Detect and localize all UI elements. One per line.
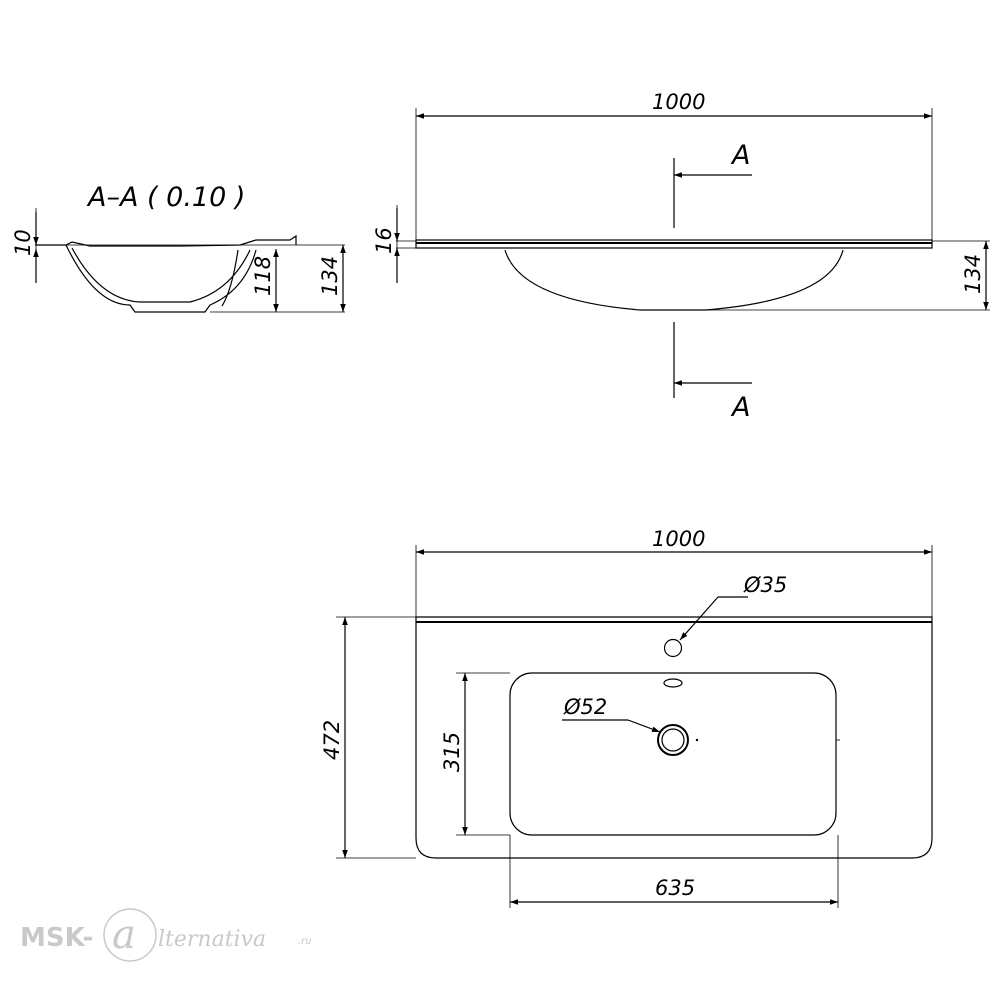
watermark-at-icon bbox=[103, 908, 157, 962]
dim-rim-front: 16 bbox=[372, 227, 396, 254]
top-view: 1000 Ø35 Ø52 472 315 6 bbox=[320, 527, 933, 908]
front-view: 1000 A A 16 134 bbox=[372, 90, 990, 423]
section-view: A–A ( 0.10 ) 10 118 134 bbox=[11, 182, 346, 313]
drain-outer bbox=[657, 724, 689, 756]
dim-bowl-depth: 315 bbox=[440, 732, 464, 772]
section-mark-bottom: A bbox=[730, 392, 750, 423]
tap-hole bbox=[663, 638, 683, 658]
dim-rim-section: 10 bbox=[11, 229, 35, 256]
dim-tap-hole: Ø35 bbox=[743, 573, 787, 597]
dim-drain: Ø52 bbox=[563, 695, 607, 719]
section-mark-top: A bbox=[730, 140, 750, 171]
dim-total-front: 134 bbox=[961, 254, 985, 294]
section-profile bbox=[35, 234, 297, 313]
watermark-domain: .ru bbox=[298, 936, 312, 947]
watermark: MSK- a lternativa .ru bbox=[20, 908, 312, 962]
top-bowl bbox=[509, 672, 837, 836]
dim-width-front: 1000 bbox=[652, 90, 705, 114]
dim-bowl-section: 118 bbox=[251, 256, 275, 296]
watermark-suffix: lternativa bbox=[158, 927, 266, 952]
svg-text:a: a bbox=[112, 912, 136, 958]
section-title: A–A ( 0.10 ) bbox=[86, 182, 245, 213]
dim-bowl-width: 635 bbox=[655, 876, 695, 900]
overflow-slot bbox=[663, 678, 683, 688]
watermark-prefix: MSK- bbox=[20, 923, 93, 953]
top-outline bbox=[415, 616, 933, 859]
drain-inner bbox=[661, 728, 685, 752]
front-bowl bbox=[504, 249, 844, 311]
dim-width-top: 1000 bbox=[652, 527, 705, 551]
dim-total-section: 134 bbox=[318, 256, 342, 296]
dim-depth: 472 bbox=[320, 720, 344, 760]
